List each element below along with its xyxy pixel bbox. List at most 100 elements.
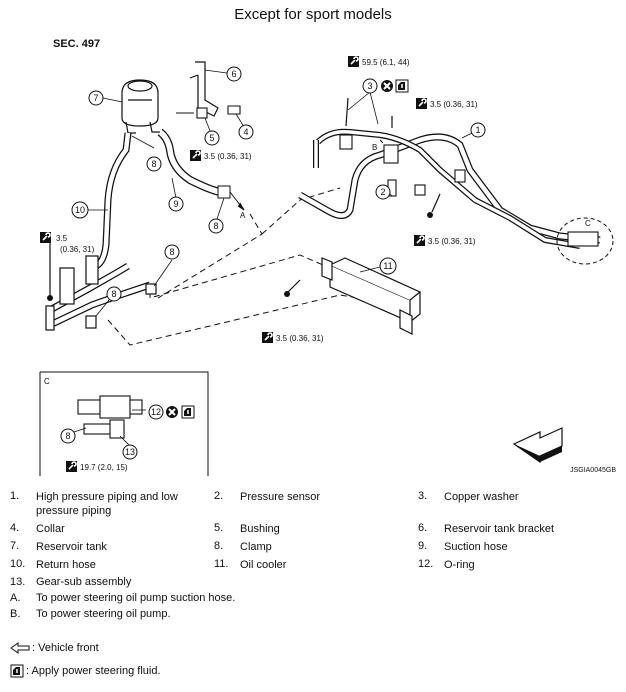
pipe-clamp [454,169,466,183]
legend-num: 3. [418,490,428,502]
legend-text: High pressure piping and low pressure pi… [36,491,178,517]
callout-7 [88,90,104,106]
callout-7-text: 7 [93,93,98,103]
legend-item: A. To power steering oil pump suction ho… [10,592,620,604]
image-code: JSGIA0045GB [570,467,616,474]
legend: 1. High pressure piping and low pressure… [10,490,620,624]
legend-text: Clamp [240,541,272,553]
callout-9 [168,196,184,212]
legend-item: 4. Collar [10,522,214,536]
legend-item: B. To power steering oil pump. [10,608,620,620]
torque-wrench-icon [189,149,202,162]
torque-wrench-icon [415,97,428,110]
reservoir-tank [121,79,160,134]
callout-1-text: 1 [475,125,480,135]
torque-wrench-icon [65,460,78,473]
vehicle-front-arrow-icon [10,642,30,654]
bolt-upper [345,97,349,127]
notes: : Vehicle front : Apply power steering f… [10,642,161,688]
torque-label-7: 19.7 (2.0, 15) [80,463,128,472]
callout-8b [208,218,224,234]
power-steering-diagram: 1 2 3 4 5 6 7 8 9 10 11 8 8 8 A B C 59.5… [39,55,614,476]
legend-item: 9. Suction hose [418,540,622,554]
legend-num: 2. [214,490,224,502]
legend-item: 7. Reservoir tank [10,540,214,554]
legend-item: 3. Copper washer [418,490,622,518]
torque-wrench-icon [413,234,426,247]
left-pipe-assembly [45,255,157,331]
callout-8b-text: 8 [213,221,218,231]
detail-c-circle [556,217,614,265]
detail-callout-12: 12 [151,407,161,417]
legend-item: 6. Reservoir tank bracket [418,522,622,536]
callout-4-text: 4 [243,127,248,137]
callout-4 [238,124,254,140]
callout-2 [375,184,391,200]
section-label: SEC. 497 [53,38,101,50]
note-vehicle-front-text: : Vehicle front [32,642,99,654]
legend-num: 10. [10,558,26,570]
do-not-reuse-icon [380,79,394,93]
callout-3-text: 3 [367,81,372,91]
detail-cap [129,399,143,415]
collar [227,105,241,115]
callout-5 [204,130,220,146]
legend-text: To power steering oil pump. [36,608,171,620]
legend-item: 10. Return hose [10,558,214,572]
legend-text: Bushing [240,523,280,535]
apply-fluid-icon [395,79,409,93]
pipe-block-right [383,144,399,164]
torque-label-6: 3.5 (0.36, 31) [276,334,324,343]
legend-text: Suction hose [444,541,508,553]
legend-text: Copper washer [444,491,519,503]
legend-num: 7. [10,540,20,552]
apply-fluid-icon [10,664,24,678]
legend-item: 12. O-ring [418,558,622,572]
apply-fluid-icon [181,405,195,419]
callout-10-text: 10 [75,205,85,215]
torque-label-1: 59.5 (6.1, 44) [362,58,410,67]
page-title: Except for sport models [234,6,392,23]
torque-wrench-icon [261,331,274,344]
legend-num: 6. [418,522,428,534]
bolt-lower-right [431,193,441,213]
callout-6-text: 6 [231,69,236,79]
callout-10 [71,201,89,219]
legend-num: 9. [418,540,428,552]
pipe-end-fitting [567,231,599,247]
legend-num: 8. [214,540,224,552]
callout-8d-text: 8 [111,289,116,299]
legend-num: 5. [214,522,224,534]
legend-text: Reservoir tank bracket [444,523,555,535]
detail-callout-13: 13 [125,447,135,457]
hose-fitting [217,185,231,199]
legend-text: Return hose [36,559,96,571]
callout-2-text: 2 [380,187,385,197]
pipe-bracket [414,184,426,196]
detail-valve-body [99,395,131,419]
legend-text: Pressure sensor [240,491,321,503]
callout-11 [379,257,397,275]
pipe-block-left [339,134,353,150]
legend-item: 5. Bushing [214,522,418,536]
torque-label-4b: (0.36, 31) [60,245,95,254]
callout-1 [470,122,486,138]
legend-num: A. [10,592,21,604]
legend-item: 8. Clamp [214,540,418,554]
label-a: A [240,211,246,220]
legend-text: Gear-sub assembly [36,576,132,588]
legend-num: 11. [214,558,229,570]
oil-cooler [321,257,422,335]
legend-text: Collar [36,523,65,535]
legend-item: 1. High pressure piping and low pressure… [10,490,214,518]
note-apply-fluid-text: : Apply power steering fluid. [26,665,161,677]
callout-3 [362,78,378,94]
detail-fitting-top [77,399,101,415]
bushing [196,107,208,119]
legend-num: B. [10,608,21,620]
callout-11-text: 11 [383,261,392,271]
bolt-cooler [287,279,301,293]
callout-8c-text: 8 [169,247,174,257]
note-vehicle-front: : Vehicle front [10,642,161,654]
callout-8d [106,286,122,302]
